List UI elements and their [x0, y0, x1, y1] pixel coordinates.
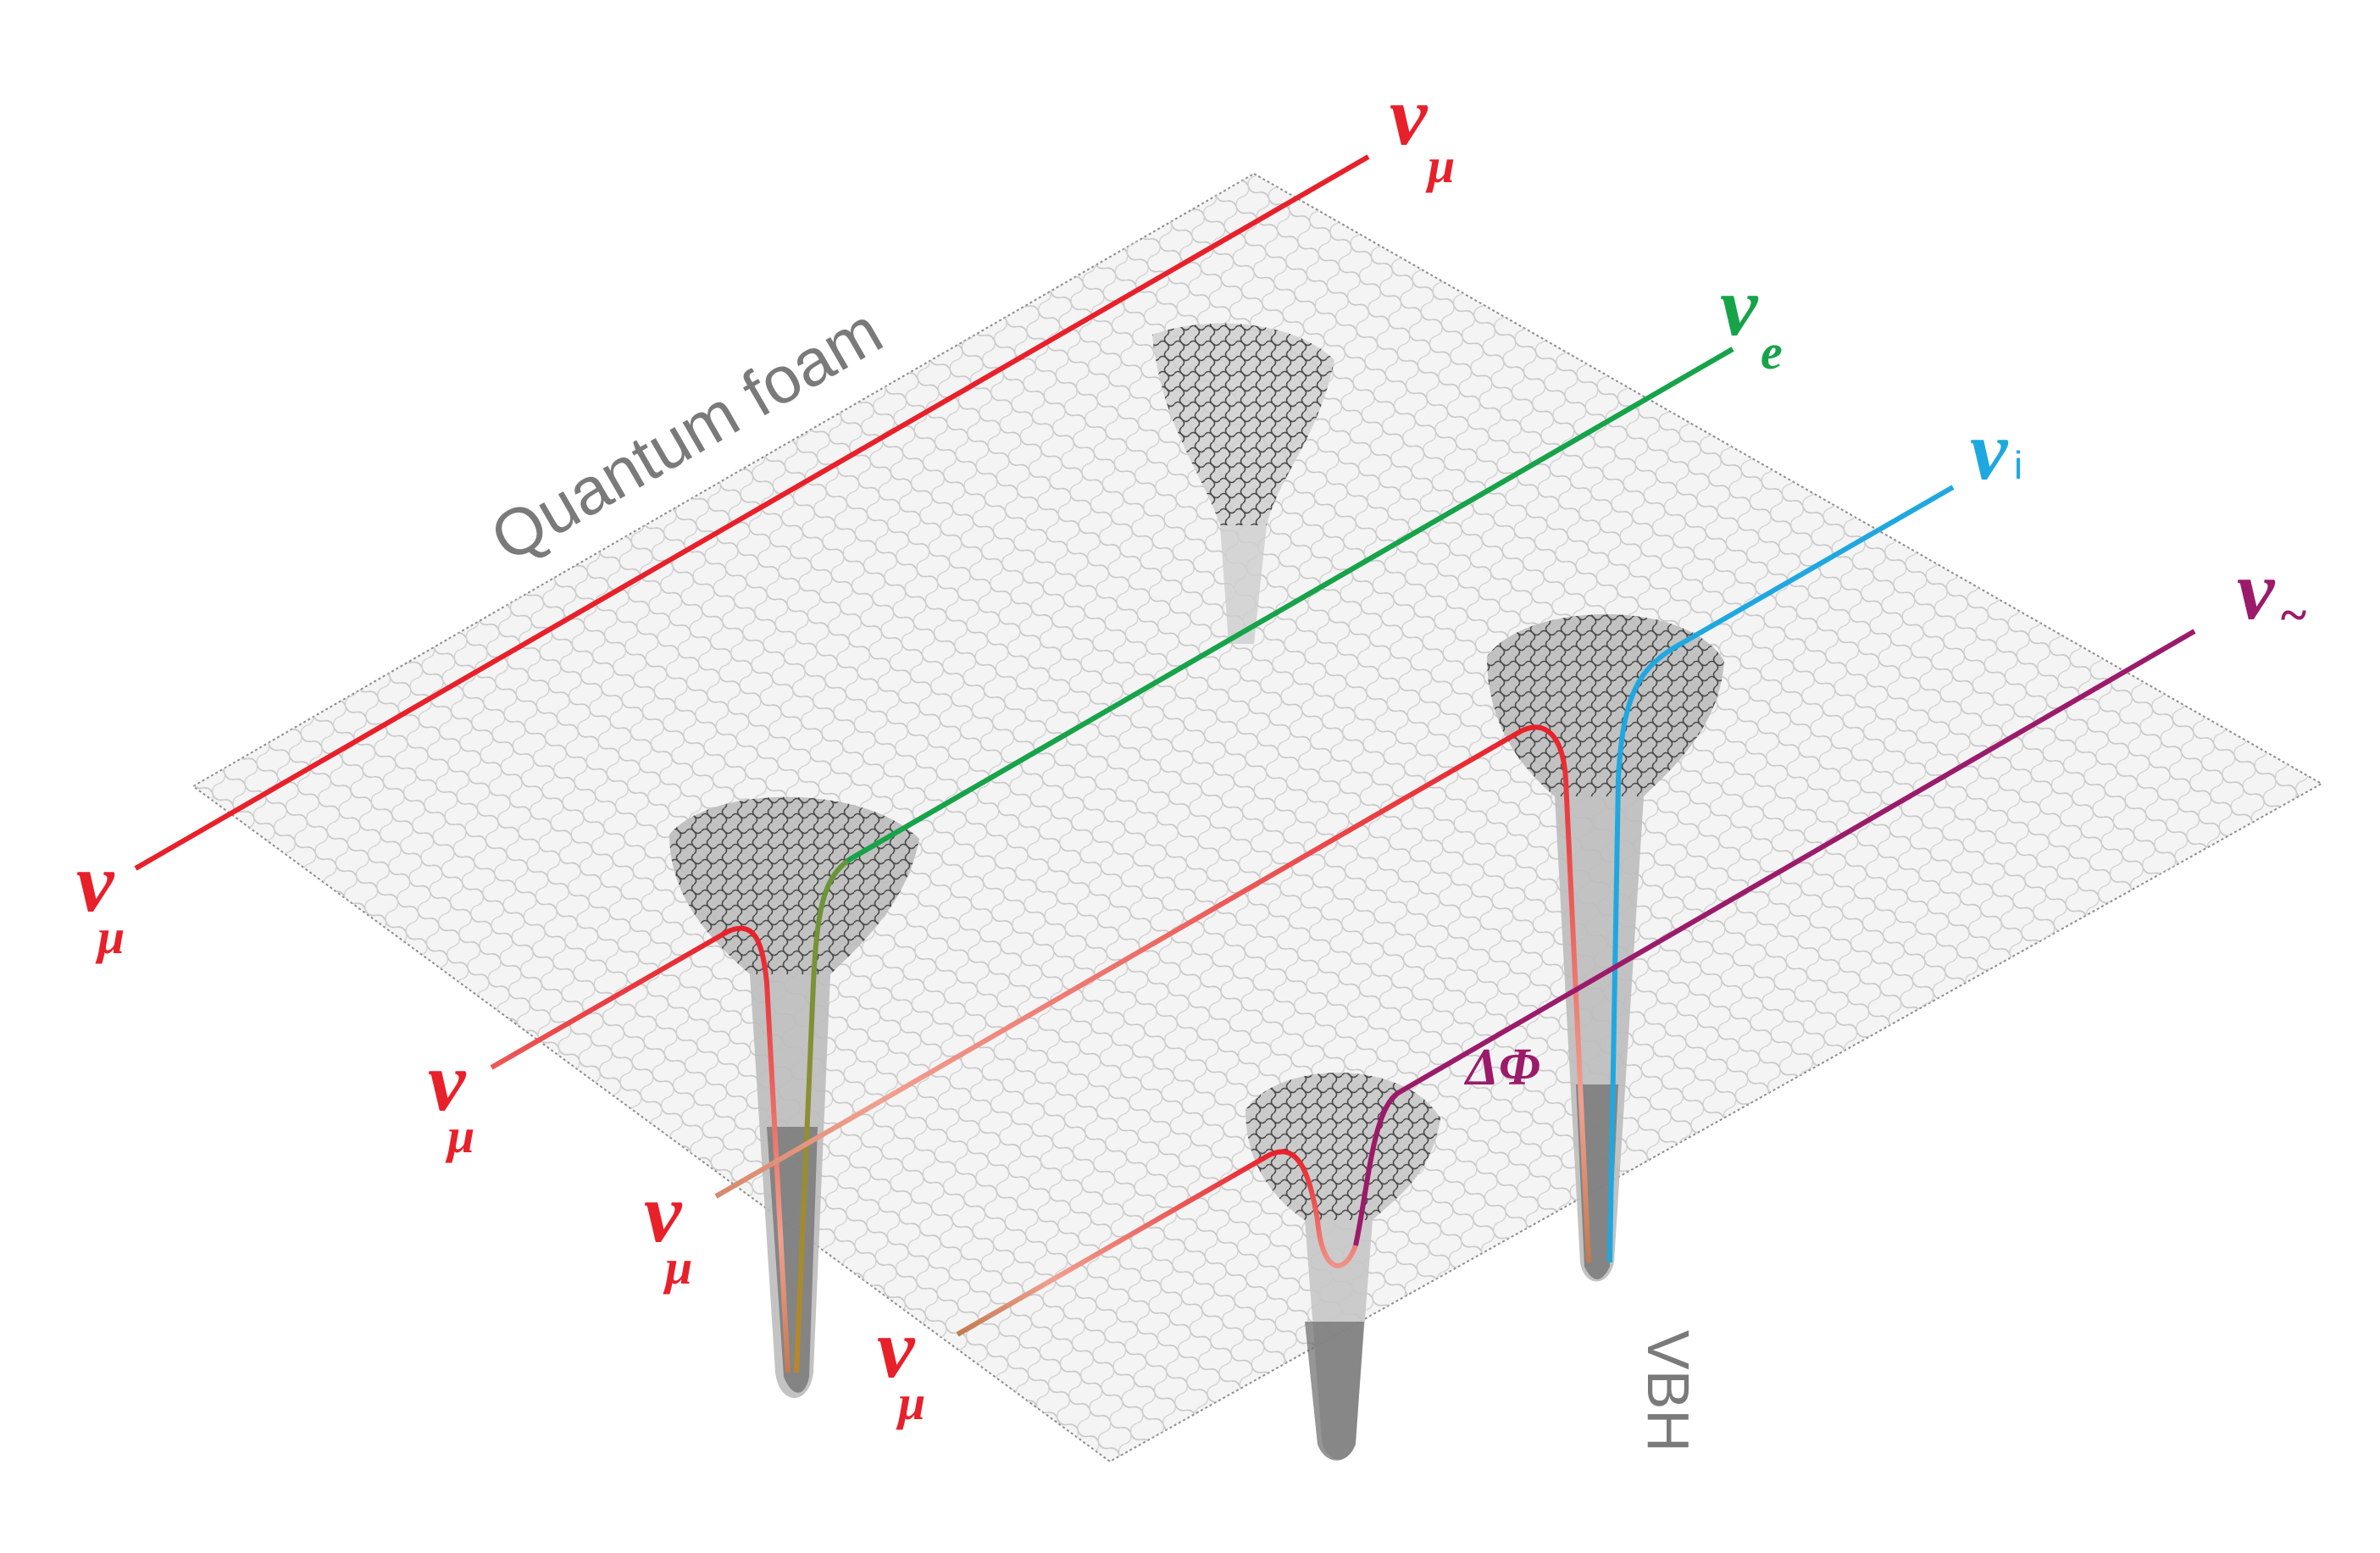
subscript-mu: μ [1425, 138, 1455, 193]
ion-path [1607, 485, 1955, 1263]
nu-mu-label-3: ν μ [644, 1166, 692, 1295]
subscript-mu: μ [896, 1375, 925, 1430]
nu-symbol: ν [428, 1034, 467, 1129]
nu-symbol: ν [2237, 543, 2276, 637]
muon-path-left-funnel [490, 925, 791, 1373]
delta-phi-label: ΔΦ [1463, 1039, 1540, 1096]
nu-i-label: ν i [1970, 403, 2022, 497]
subscript-mu: μ [445, 1108, 474, 1163]
vbh-funnel-right [1487, 614, 1724, 1282]
nu-mu-label-2: ν μ [428, 1034, 474, 1163]
sterile-path [1353, 629, 2196, 1246]
muon-path-right-funnel [714, 724, 1591, 1263]
subscript-tilde: ~ [2279, 587, 2307, 642]
subscript-e: e [1761, 324, 1783, 380]
vbh-funnel-top [1152, 323, 1334, 644]
muon-path-top [134, 154, 1370, 871]
nu-mu-label-4: ν μ [877, 1301, 925, 1430]
nu-symbol: ν [1970, 403, 2009, 497]
muon-path-bottom-funnel [956, 1149, 1358, 1337]
nu-symbol: ν [644, 1166, 683, 1260]
subscript-mu: μ [95, 909, 125, 964]
nu-mu-label-left: ν μ [76, 835, 125, 964]
subscript-mu: μ [663, 1240, 692, 1295]
nu-symbol: ν [1390, 69, 1429, 163]
nu-mu-label-top-right: ν μ [1390, 69, 1455, 193]
nu-e-label: ν e [1720, 259, 1783, 380]
nu-symbol: ν [877, 1301, 916, 1395]
nu-symbol: ν [1720, 259, 1759, 353]
vbh-label: VBH [1635, 1330, 1701, 1452]
neutrino-paths [134, 154, 2196, 1373]
quantum-foam-sheet [191, 172, 2324, 1463]
subscript-i: i [2014, 443, 2022, 487]
nu-tilde-label: ν ~ [2237, 543, 2307, 642]
nu-symbol: ν [76, 835, 115, 929]
